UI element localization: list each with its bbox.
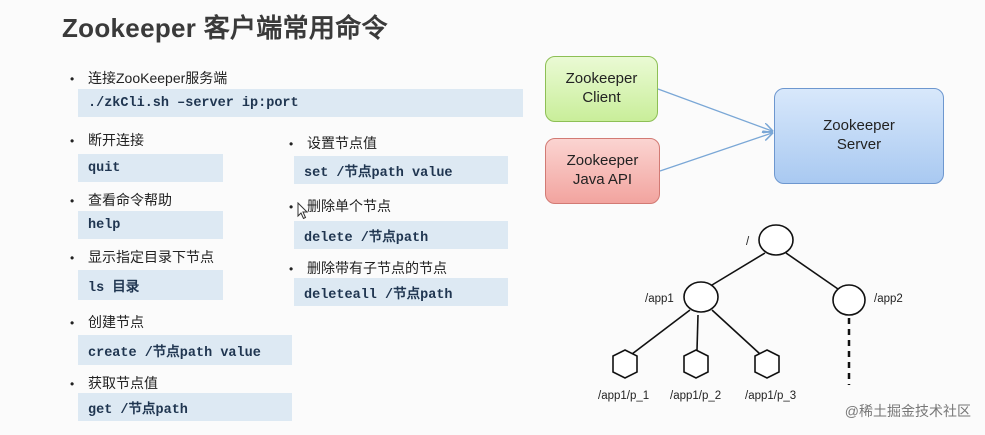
bullet-create: • 创建节点 xyxy=(70,312,144,332)
server-box: Zookeeper Server xyxy=(774,88,944,184)
app2-node xyxy=(832,284,866,316)
root-label: / xyxy=(746,236,750,248)
app2-label: /app2 xyxy=(874,293,903,305)
page-title: Zookeeper 客户端常用命令 xyxy=(62,13,388,43)
command-set: set /节点path value xyxy=(294,156,508,184)
bullet-ls: • 显示指定目录下节点 xyxy=(70,247,214,267)
bullet-connect: • 连接ZooKeeper服务端 xyxy=(70,68,227,88)
bullet-label: 查看命令帮助 xyxy=(88,192,172,208)
client-box-label: Zookeeper Client xyxy=(565,70,638,106)
bullet-label: 显示指定目录下节点 xyxy=(88,249,214,265)
client-to-server-arrow xyxy=(657,88,772,131)
p2-node xyxy=(683,349,709,379)
tree-edge xyxy=(711,309,761,355)
command-get: get /节点path xyxy=(78,393,292,421)
bullet-dot: • xyxy=(289,262,294,276)
bullet-dot: • xyxy=(70,194,75,208)
bullet-label: 连接ZooKeeper服务端 xyxy=(88,70,228,86)
command-create: create /节点path value xyxy=(78,335,292,365)
tree-edge xyxy=(711,252,766,286)
bullet-label: 获取节点值 xyxy=(88,375,158,391)
command-ls: ls 目录 xyxy=(78,270,223,300)
tree-edge xyxy=(631,309,691,355)
bullet-set: • 设置节点值 xyxy=(289,133,377,153)
bullet-dot: • xyxy=(289,137,294,151)
java-api-box-label: Zookeeper Java API xyxy=(566,152,639,188)
command-help: help xyxy=(78,211,223,239)
tree-edge xyxy=(696,314,699,351)
client-box: Zookeeper Client xyxy=(545,56,658,122)
bullet-label: 删除单个节点 xyxy=(307,198,391,214)
bullet-dot: • xyxy=(70,72,75,86)
app1-label: /app1 xyxy=(645,293,674,305)
p1-node xyxy=(612,349,638,379)
bullet-dot: • xyxy=(70,316,75,330)
bullet-label: 设置节点值 xyxy=(307,135,377,151)
bullet-quit: • 断开连接 xyxy=(70,130,144,150)
server-box-label: Zookeeper Server xyxy=(823,117,895,153)
bullet-label: 创建节点 xyxy=(88,314,144,330)
bullet-dot: • xyxy=(70,377,75,391)
bullet-deleteall: • 删除带有子节点的节点 xyxy=(289,258,447,278)
mouse-cursor-icon xyxy=(297,202,309,220)
bullet-get: • 获取节点值 xyxy=(70,373,158,393)
command-deleteall: deleteall /节点path xyxy=(294,278,508,306)
bullet-label: 断开连接 xyxy=(88,132,144,148)
api-to-server-arrow xyxy=(659,133,772,172)
watermark: @稀土掘金技术社区 xyxy=(844,403,971,419)
bullet-label: 删除带有子节点的节点 xyxy=(307,260,447,276)
p1-label: /app1/p_1 xyxy=(598,390,649,402)
app1-node xyxy=(683,281,719,313)
root-node xyxy=(758,224,794,256)
java-api-box: Zookeeper Java API xyxy=(545,138,660,204)
bullet-dot: • xyxy=(289,200,294,214)
p3-label: /app1/p_3 xyxy=(745,390,796,402)
p2-label: /app1/p_2 xyxy=(670,390,721,402)
bullet-dot: • xyxy=(70,134,75,148)
command-quit: quit xyxy=(78,154,223,182)
p3-node xyxy=(754,349,780,379)
bullet-dot: • xyxy=(70,251,75,265)
bullet-help: • 查看命令帮助 xyxy=(70,190,172,210)
tree-edge xyxy=(785,252,839,290)
command-connect: ./zkCli.sh –server ip:port xyxy=(78,89,523,117)
command-delete: delete /节点path xyxy=(294,221,508,249)
bullet-delete: • 删除单个节点 xyxy=(289,196,391,216)
